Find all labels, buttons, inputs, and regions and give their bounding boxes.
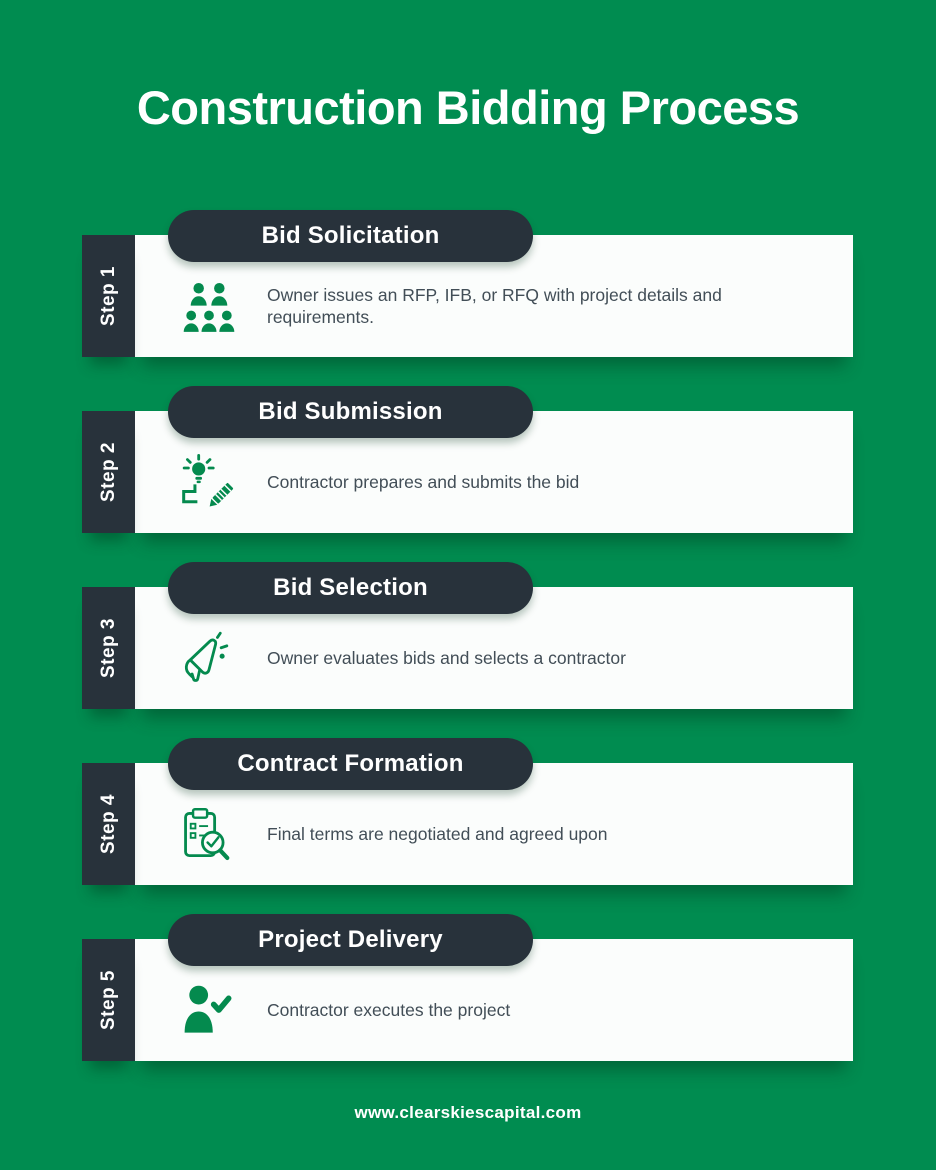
step-number-tab: Step 1 bbox=[82, 235, 135, 357]
footer-url: www.clearskiescapital.com bbox=[354, 1103, 582, 1122]
people-group-icon bbox=[179, 276, 239, 338]
step-title-pill: Contract Formation bbox=[168, 738, 533, 790]
step-description: Owner evaluates bids and selects a contr… bbox=[267, 648, 626, 669]
step-description: Owner issues an RFP, IFB, or RFQ with pr… bbox=[267, 285, 722, 327]
step-title-pill: Project Delivery bbox=[168, 914, 533, 966]
step-title: Bid Submission bbox=[258, 398, 443, 425]
megaphone-icon bbox=[179, 628, 239, 690]
step-title-pill: Bid Solicitation bbox=[168, 210, 533, 262]
person-check-icon bbox=[179, 980, 239, 1042]
step-number-tab: Step 4 bbox=[82, 763, 135, 885]
step-title-pill: Bid Submission bbox=[168, 386, 533, 438]
step-description: Contractor executes the project bbox=[267, 1000, 511, 1021]
page-title: Construction Bidding Process bbox=[136, 81, 800, 134]
step-number-label: Step 2 bbox=[97, 441, 119, 503]
step-block-2: Step 2 bbox=[0, 386, 936, 533]
step-block-3: Step 3 Owner evaluates bids and selects … bbox=[0, 562, 936, 709]
step-title: Bid Selection bbox=[273, 574, 428, 601]
step-title: Bid Solicitation bbox=[261, 222, 440, 249]
step-title: Project Delivery bbox=[258, 926, 443, 953]
step-block-5: Step 5 Contractor executes the project P… bbox=[0, 914, 936, 1061]
step-block-4: Step 4 Final terms are negotiated and ag… bbox=[0, 738, 936, 885]
step-block-1: Step 1 Owner issues an RFP, IFB, or RFQ … bbox=[0, 210, 936, 357]
step-description: Contractor prepares and submits the bid bbox=[267, 472, 580, 493]
step-number-label: Step 4 bbox=[97, 793, 119, 855]
step-number-label: Step 5 bbox=[97, 969, 119, 1031]
step-title-pill: Bid Selection bbox=[168, 562, 533, 614]
step-title: Contract Formation bbox=[237, 750, 464, 777]
step-number-label: Step 1 bbox=[97, 265, 119, 327]
step-number-tab: Step 2 bbox=[82, 411, 135, 533]
clipboard-magnifier-icon bbox=[179, 804, 239, 866]
step-number-label: Step 3 bbox=[97, 617, 119, 679]
idea-pencil-icon bbox=[179, 452, 239, 514]
step-description: Final terms are negotiated and agreed up… bbox=[267, 824, 608, 845]
step-number-tab: Step 3 bbox=[82, 587, 135, 709]
step-number-tab: Step 5 bbox=[82, 939, 135, 1061]
